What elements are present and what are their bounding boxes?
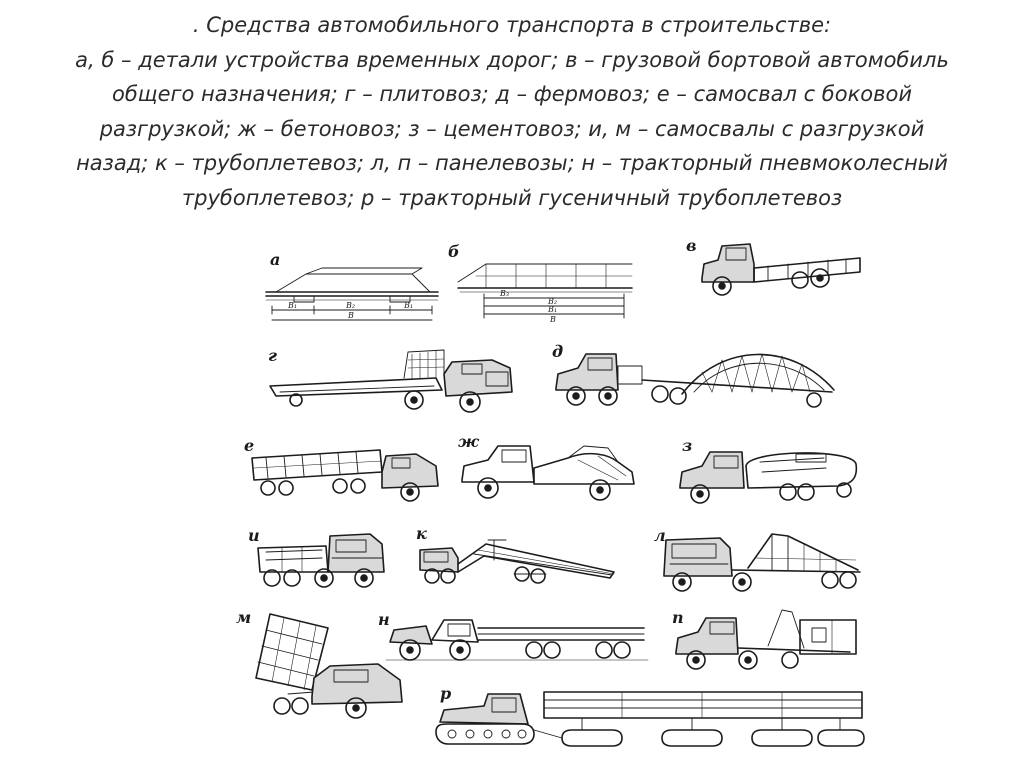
label-m: м [236,608,252,627]
caption-line-1: . Средства автомобильного транспорта в с… [192,13,832,37]
label-z: з [682,436,693,455]
figure-p-panel-carrier [675,609,857,670]
figure-z-cement-tanker [679,451,858,504]
label-r: р [440,684,452,703]
label-i: и [248,526,260,545]
dim-b-1: B₃ [499,289,509,298]
figure-l-panel-carrier [663,533,861,592]
figure-a-road-section: B₁ B₂ B₁ B [265,267,439,321]
label-v: в [686,236,697,255]
label-p: п [672,608,684,627]
caption-line-6: трубоплетевоз; р – тракторный гусеничный… [181,185,843,210]
dim-a-4: B [347,311,354,320]
figure-e-side-dump-truck [251,449,439,502]
caption-line-4: разгрузкой; ж – бетоновоз; з – цементово… [99,116,925,141]
figure-r-crawler-tractor-pipe-carrier [435,691,865,747]
figure-v-flatbed-truck [701,243,861,296]
figure-i-rear-dump-truck [257,533,385,588]
figure-m-tipping-dump-truck [255,613,403,719]
dim-b-4: B [549,315,556,324]
label-d: д [552,342,564,361]
figure-b-road-section: B₃ B₂ B₁ B [457,263,633,324]
figure-k-pipe-carrier [419,539,615,584]
dim-a-2: B₂ [345,301,355,310]
caption-line-5: назад; к – трубоплетевоз; л, п – панелев… [76,151,948,175]
dim-b-2: B₂ [547,297,557,306]
caption-line-3: общего назначения; г – плитовоз; д – фер… [111,82,912,106]
figure-d-truss-carrier [555,353,835,408]
dim-a-1: B₁ [287,301,297,310]
label-b: б [448,242,460,261]
figure-g-slab-carrier [269,349,513,413]
dim-a-3: B₁ [403,301,413,310]
figure-n-wheeled-tractor-pipe-carrier [385,619,649,661]
label-n: н [378,610,390,629]
dim-b-3: B₁ [547,305,557,314]
figure-caption: . Средства автомобильного транспорта в с… [10,8,1014,215]
label-a: а [270,250,281,269]
label-k: к [416,524,427,543]
label-zh: ж [458,432,479,451]
label-e: е [244,436,255,455]
figure-zh-concrete-truck [461,445,635,501]
caption-line-2: а, б – детали устройства временных дорог… [75,47,949,72]
label-g: г [268,346,277,365]
label-l: л [654,526,666,545]
